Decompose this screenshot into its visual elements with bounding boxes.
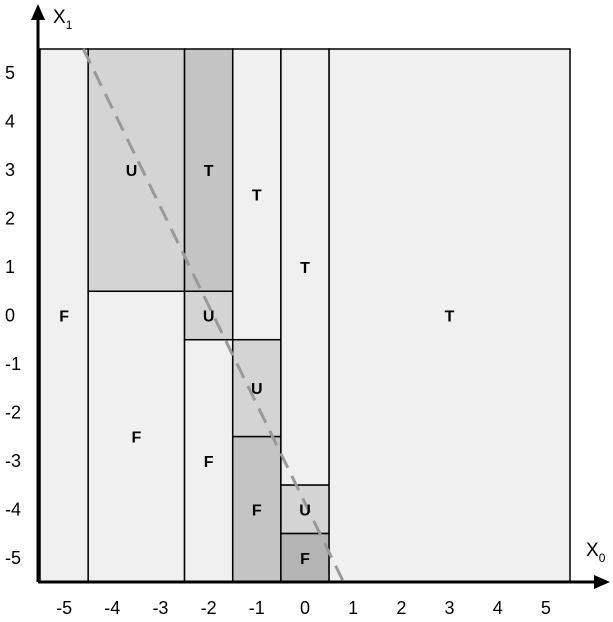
- y-tick-label: -3: [5, 451, 21, 471]
- region-label-7: U: [251, 381, 263, 398]
- x-axis-label-main: X: [586, 540, 599, 561]
- y-tick-label: -5: [5, 548, 21, 568]
- region-label-1: U: [126, 163, 138, 180]
- region-cell-9: [280, 48, 330, 486]
- region-label-2: F: [131, 430, 141, 447]
- regions-layer: [39, 48, 571, 583]
- region-label-8: F: [252, 502, 262, 519]
- x-tick-label: -5: [56, 598, 72, 618]
- region-label-10: U: [299, 502, 311, 519]
- y-tick-label: -1: [5, 354, 21, 374]
- x-tick-label: 5: [541, 598, 551, 618]
- region-cell-2: [87, 290, 186, 583]
- y-tick-label: 4: [5, 112, 15, 132]
- y-tick-labels: -5 -4 -3 -2 -1 0 1 2 3 4 5: [5, 63, 21, 568]
- y-axis-label-main: X: [53, 7, 66, 28]
- y-axis-arrow-icon: [31, 4, 45, 20]
- x-tick-label: 4: [493, 598, 503, 618]
- x-tick-labels: -5 -4 -3 -2 -1 0 1 2 3 4 5: [56, 598, 551, 618]
- region-cell-0: [39, 48, 89, 583]
- region-label-6: T: [252, 187, 262, 204]
- y-tick-label: 2: [5, 209, 15, 229]
- x-tick-label: 0: [300, 598, 310, 618]
- y-axis-label-subscript: 1: [66, 18, 73, 32]
- y-tick-label: -4: [5, 499, 21, 519]
- axes-layer: X1 X0: [31, 4, 610, 589]
- region-cell-12: [328, 48, 571, 583]
- x-tick-label: -4: [104, 598, 120, 618]
- y-tick-label: 5: [5, 63, 15, 83]
- y-tick-label: -2: [5, 402, 21, 422]
- region-label-4: U: [203, 309, 215, 326]
- x-axis-label: X0: [586, 540, 606, 565]
- y-tick-label: 1: [5, 257, 15, 277]
- region-cell-7: [231, 338, 282, 438]
- region-label-0: F: [59, 309, 69, 326]
- x-tick-label: -1: [249, 598, 265, 618]
- x-tick-label: 2: [396, 598, 406, 618]
- region-cell-1: [87, 48, 186, 293]
- region-label-11: F: [300, 551, 310, 568]
- region-label-3: T: [204, 163, 214, 180]
- x-axis-arrow-icon: [594, 575, 610, 589]
- region-labels-layer: F U F T U F T U F T U F T: [59, 163, 454, 568]
- y-axis-label: X1: [53, 7, 73, 32]
- x-axis-label-subscript: 0: [599, 551, 606, 565]
- region-label-9: T: [300, 260, 310, 277]
- region-label-5: F: [204, 454, 214, 471]
- x-tick-label: 3: [445, 598, 455, 618]
- region-cell-11: [280, 532, 330, 583]
- x-tick-label: -2: [201, 598, 217, 618]
- region-cell-5: [183, 338, 234, 583]
- x-tick-label: 1: [348, 598, 358, 618]
- y-tick-label: 3: [5, 160, 15, 180]
- y-tick-label: 0: [5, 306, 15, 326]
- region-label-12: T: [445, 309, 455, 326]
- x-tick-label: -3: [152, 598, 168, 618]
